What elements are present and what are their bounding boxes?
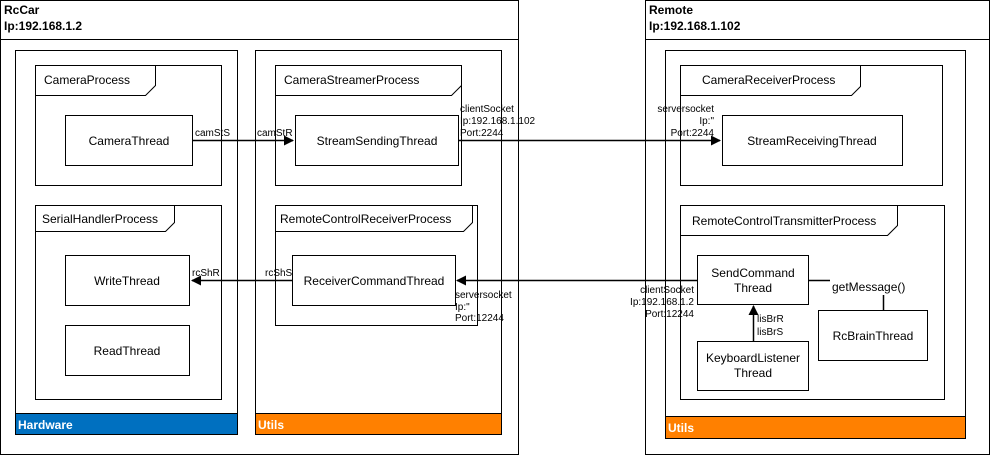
server-socket-rccar-2: Ip:" — [455, 302, 470, 313]
cam-sts-label: camStS — [195, 128, 230, 139]
rc-shr-label: rcShR — [192, 268, 220, 279]
remote-control-transmitter-process: RemoteControlTransmitterProcess SendComm… — [680, 205, 945, 400]
remote-title: Remote — [649, 3, 693, 17]
client-socket-remote-1: clientSocket — [640, 285, 694, 296]
remote-utils-label-bar — [665, 416, 966, 439]
client-socket-remote-2: Ip:192.168.1.2 — [630, 297, 694, 308]
rc-brain-thread-label: RcBrainThread — [833, 329, 914, 343]
stream-receiving-thread-box — [722, 115, 903, 166]
send-command-thread-box — [697, 255, 809, 305]
keyboard-listener-thread-label-2: Thread — [734, 366, 772, 380]
client-socket-rccar-3: Port:2244 — [460, 128, 504, 139]
keyboard-listener-thread-box — [697, 341, 809, 391]
transmitter-process-title: RemoteControlTransmitterProcess — [692, 214, 876, 228]
rc-shs-label: rcShS — [265, 268, 293, 279]
cam-str-label: camStR — [257, 128, 293, 139]
rc-brain-thread-box — [818, 310, 928, 361]
server-socket-remote-2: Ip:" — [699, 116, 714, 127]
server-socket-remote-3: Port:2244 — [671, 128, 715, 139]
lis-brr-label: lisBrR — [757, 314, 784, 325]
camera-process: CameraProcess CameraThread — [35, 65, 222, 186]
read-thread-box — [65, 325, 190, 376]
server-socket-rccar-1: serversocket — [455, 290, 512, 301]
read-thread-label: ReadThread — [94, 344, 161, 358]
streamer-process-title: CameraStreamerProcess — [284, 73, 419, 87]
receiver-process-title: RemoteControlReceiverProcess — [280, 212, 451, 226]
remote-ip: Ip:192.168.1.102 — [649, 19, 741, 33]
camera-receiver-process: CameraReceiverProcess StreamReceivingThr… — [680, 65, 943, 186]
client-socket-rccar-1: clientSocket — [460, 104, 514, 115]
server-socket-remote-1: serversocket — [657, 104, 714, 115]
camera-thread-box — [65, 115, 193, 166]
hardware-label: Hardware — [18, 418, 73, 432]
rccar-ip: Ip:192.168.1.2 — [4, 19, 82, 33]
receiver-command-thread-label: ReceiverCommandThread — [304, 274, 445, 288]
stream-receiving-thread-label: StreamReceivingThread — [747, 134, 876, 148]
client-socket-remote-3: Port:12244 — [645, 309, 694, 320]
lis-brs-label: lisBrS — [757, 327, 783, 338]
keyboard-listener-thread-label-1: KeyboardListener — [706, 351, 800, 365]
camera-thread-label: CameraThread — [89, 134, 170, 148]
send-command-thread-label-1: SendCommand — [711, 266, 794, 280]
stream-sending-thread-label: StreamSendingThread — [317, 134, 438, 148]
serial-process-title: SerialHandlerProcess — [42, 212, 158, 226]
get-message-label: getMessage() — [832, 280, 905, 294]
remote-utils-label: Utils — [668, 421, 694, 435]
client-socket-rccar-2: Ip:192.168.1.102 — [460, 116, 536, 127]
camera-streamer-process: CameraStreamerProcess StreamSendingThrea… — [275, 65, 462, 186]
rccar-utils-label-bar — [255, 413, 502, 435]
hardware-label-bar — [15, 413, 238, 435]
send-command-thread-label-2: Thread — [734, 281, 772, 295]
write-thread-box — [65, 255, 190, 306]
server-socket-rccar-3: Port:12244 — [455, 313, 504, 324]
get-message-label-bg — [830, 279, 912, 295]
camera-receiver-process-title: CameraReceiverProcess — [702, 73, 835, 87]
rccar-utils-label: Utils — [258, 418, 284, 432]
write-thread-label: WriteThread — [94, 274, 160, 288]
serial-handler-process: SerialHandlerProcess WriteThread ReadThr… — [35, 205, 222, 400]
camera-process-title: CameraProcess — [44, 73, 130, 87]
receiver-command-thread-box — [292, 255, 456, 306]
rccar-title: RcCar — [4, 3, 40, 17]
remote-control-receiver-process: RemoteControlReceiverProcess ReceiverCom… — [275, 205, 478, 326]
